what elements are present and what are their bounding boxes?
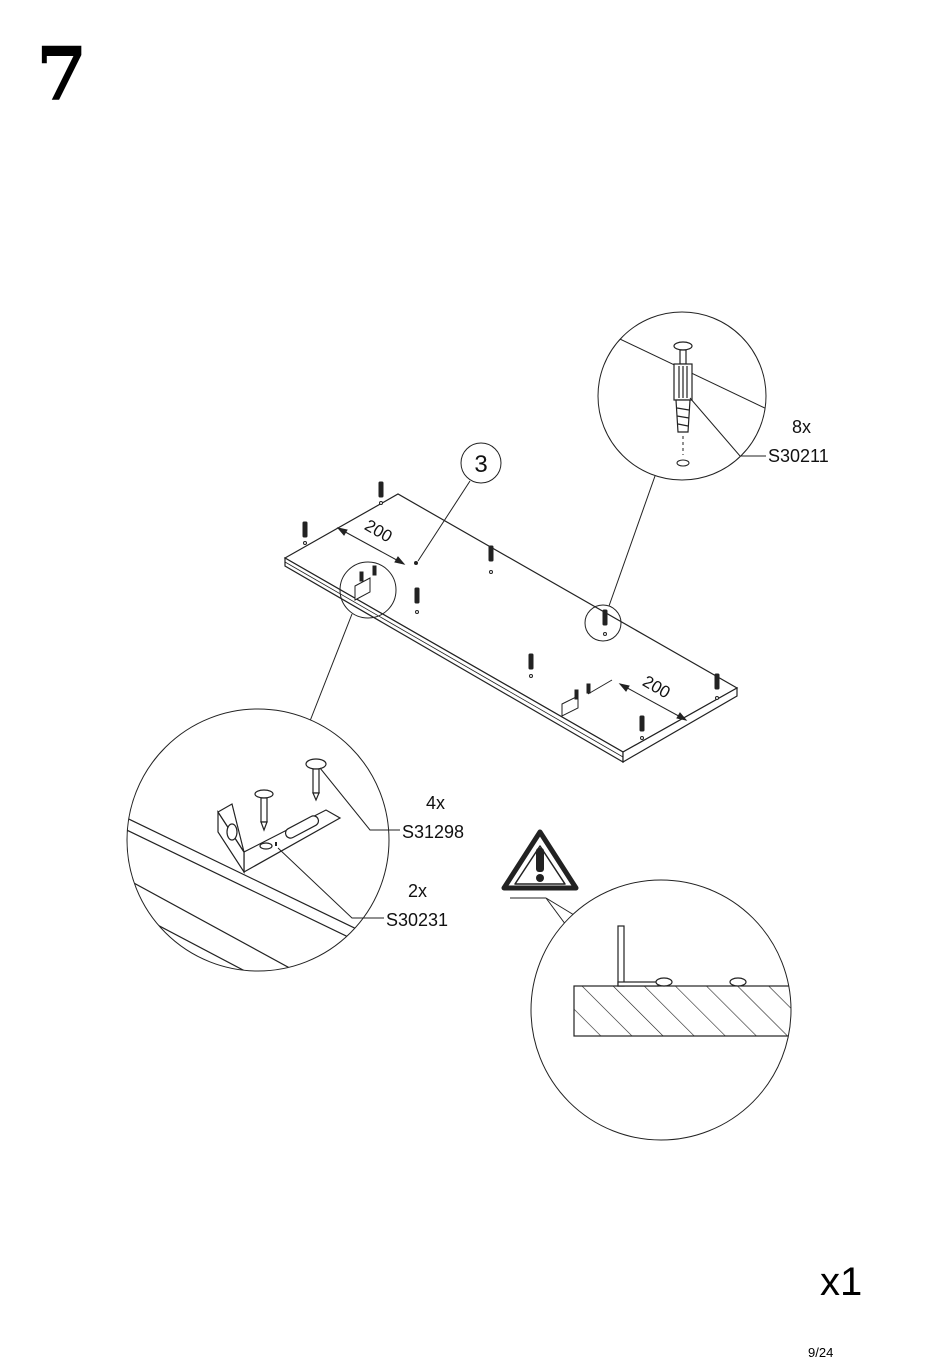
leader-top bbox=[609, 476, 655, 606]
leader-left bbox=[310, 614, 352, 721]
detail-bracket bbox=[110, 709, 400, 1000]
dowel bbox=[303, 522, 307, 545]
hardware-code-s31298: S31298 bbox=[402, 823, 464, 841]
hardware-code-s30211: S30211 bbox=[768, 447, 829, 465]
page-number: 9/24 bbox=[808, 1346, 833, 1359]
hardware-qty-4x: 4x bbox=[426, 794, 445, 812]
detail-dowel bbox=[580, 312, 790, 480]
hardware-qty-8x: 8x bbox=[792, 418, 811, 436]
detail-section bbox=[531, 880, 804, 1140]
dowel bbox=[379, 482, 383, 505]
board-panel bbox=[285, 494, 737, 762]
quantity-total: x1 bbox=[820, 1262, 862, 1302]
warning-icon bbox=[504, 832, 576, 888]
part-number: 3 bbox=[474, 451, 487, 478]
hardware-code-s30231: S30231 bbox=[386, 911, 448, 929]
hardware-qty-2x: 2x bbox=[408, 882, 427, 900]
